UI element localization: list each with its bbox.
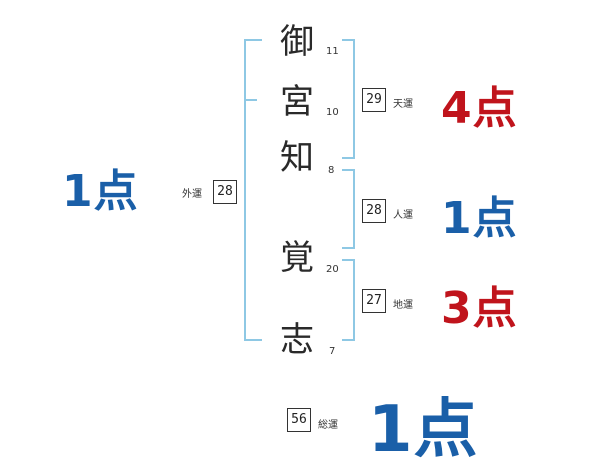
jinun-label: 人運 — [393, 210, 413, 221]
tenun-bracket — [342, 39, 355, 159]
gaiun-value-box: 28 — [213, 180, 237, 204]
name-char-2: 宮 — [280, 82, 314, 122]
name-char-5: 志 — [280, 320, 314, 360]
jinun-bracket — [342, 169, 355, 249]
gaiun-label: 外運 — [182, 189, 202, 200]
tenun-score: 4点 — [441, 83, 518, 134]
souun-label: 総運 — [318, 420, 338, 431]
souun-value-box: 56 — [287, 408, 311, 432]
name-char-4: 覚 — [280, 238, 314, 278]
jinun-value-box: 28 — [362, 199, 386, 223]
stroke-count-3: 8 — [328, 165, 335, 176]
jinun-score: 1点 — [441, 193, 518, 244]
gaiun-bracket — [244, 39, 262, 341]
tenun-value-box: 29 — [362, 88, 386, 112]
chiun-label: 地運 — [393, 300, 413, 311]
tenun-label: 天運 — [393, 99, 413, 110]
name-char-1: 御 — [280, 22, 314, 62]
chiun-bracket — [342, 259, 355, 341]
gaiun-score: 1点 — [62, 166, 139, 217]
chiun-score: 3点 — [441, 283, 518, 334]
stroke-count-4: 20 — [326, 264, 339, 275]
stroke-count-1: 11 — [326, 46, 339, 57]
souun-score: 1点 — [368, 393, 479, 467]
chiun-value-box: 27 — [362, 289, 386, 313]
stroke-count-5: 7 — [329, 346, 336, 357]
name-char-3: 知 — [280, 138, 314, 178]
stroke-count-2: 10 — [326, 107, 339, 118]
